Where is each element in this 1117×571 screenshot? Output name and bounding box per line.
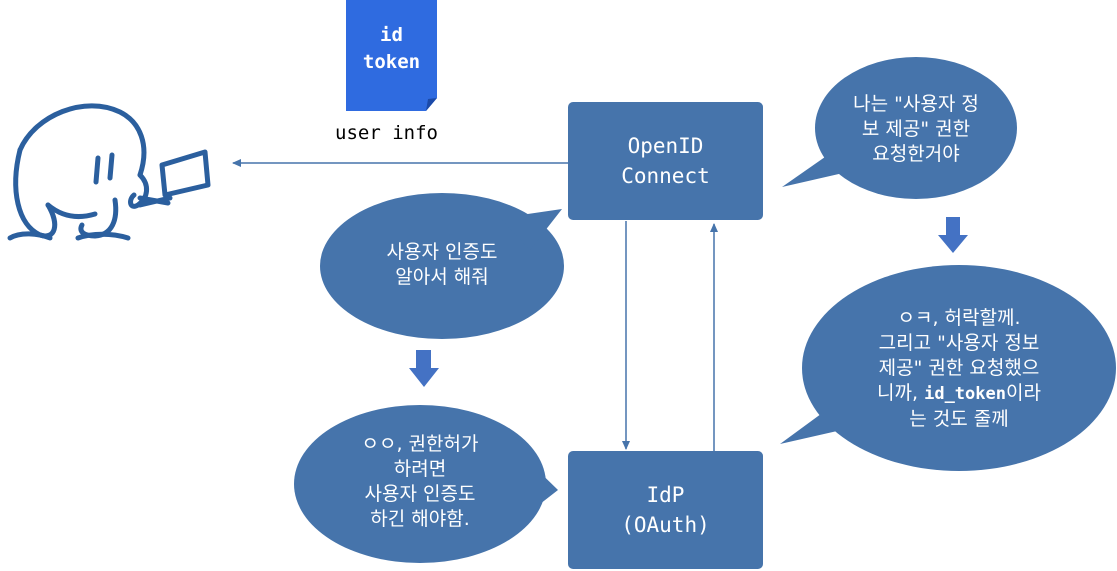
bubble-middle-left-text: 사용자 인증도 알아서 해줘 (386, 241, 498, 288)
id-token-code: id_token (924, 384, 1006, 404)
idp-oauth-box: IdP (OAuth) (568, 451, 763, 569)
document-icon (346, 0, 437, 111)
bubble-bottom-right-line: 제공" 권한 요청했으 (878, 357, 1040, 379)
line-suffix: 이라 (1005, 382, 1041, 404)
down-arrow-icon (938, 217, 968, 253)
speech-bubble-bottom-right (780, 265, 1116, 471)
bubble-bottom-right-line: ㅇㅋ, 허락할께. (897, 307, 1021, 329)
bubble-bottom-right-line: 그리고 "사용자 정보 (878, 332, 1040, 354)
speech-bubble-middle-left (320, 193, 564, 339)
speech-bubble-top-right (782, 57, 1017, 199)
bubble-bottom-right-line: 니까, id_token이라 (834, 381, 1084, 407)
bubble-bottom-right-text: ㅇㅋ, 허락할께. 그리고 "사용자 정보 제공" 권한 요청했으 니까, id… (834, 306, 1084, 432)
openid-connect-box: OpenID Connect (568, 102, 763, 220)
bubble-bottom-right-line: 는 것도 줄께 (909, 408, 1009, 430)
bubble-top-right-text: 나는 "사용자 정 보 제공" 권한 요청한거야 (853, 93, 979, 165)
down-arrow-icon (409, 350, 439, 387)
bubble-bottom-left-text: ㅇㅇ, 권한허가 하려면 사용자 인증도 하긴 해야함. (361, 433, 479, 530)
stick-figure-with-laptop-icon (7, 103, 211, 241)
user-info-label: user info (335, 122, 438, 144)
speech-bubble-bottom-left (294, 405, 558, 563)
id-token-label: id token (362, 24, 421, 73)
line-prefix: 니까, (877, 382, 925, 404)
